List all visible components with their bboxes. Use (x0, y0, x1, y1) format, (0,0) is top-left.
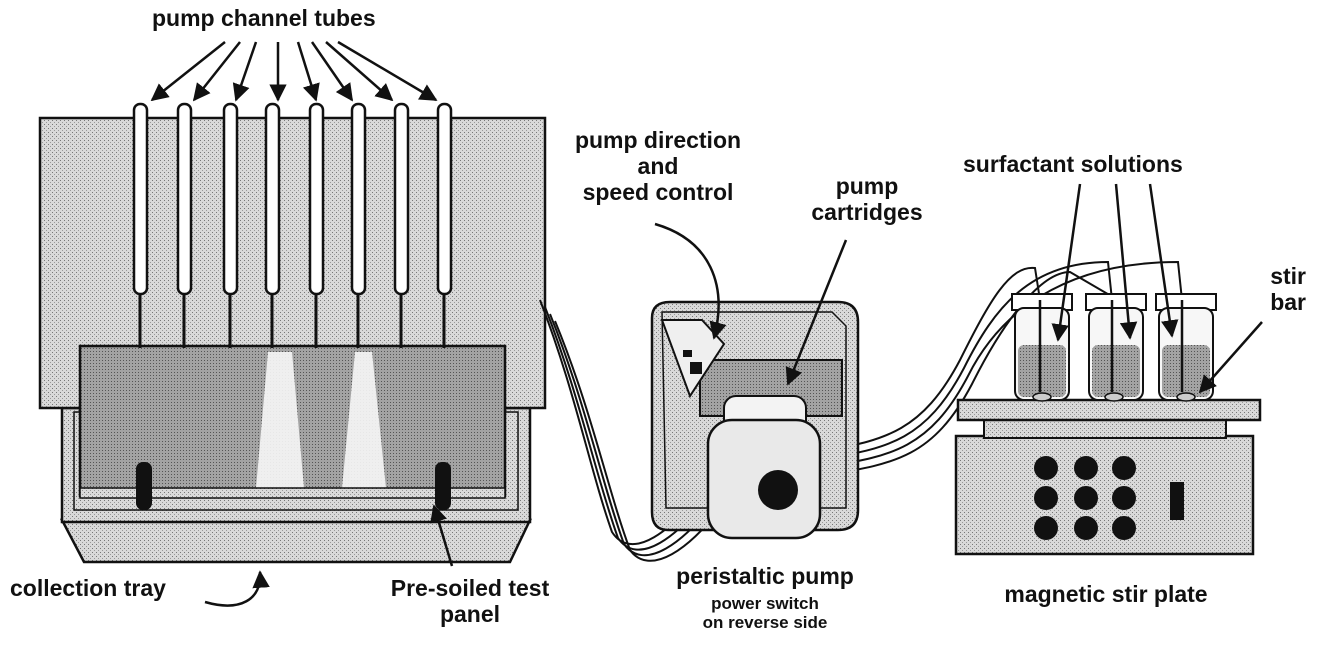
label-pump-direction-line2: and (550, 154, 766, 180)
surfactant-bottles (1012, 294, 1216, 401)
label-stir-bar-line1: stir (1240, 264, 1306, 290)
label-peristaltic-pump: peristaltic pump (640, 564, 890, 590)
tube-pointer-arrows (152, 42, 436, 100)
label-power-switch-line1: power switch (650, 594, 880, 613)
pump-cartridges (708, 396, 820, 538)
label-pump-cartridges-line1: pump (792, 174, 942, 200)
label-magnetic-stir-plate: magnetic stir plate (968, 582, 1244, 608)
label-stir-bar: stir bar (1240, 264, 1306, 316)
label-pre-soiled-line1: Pre-soiled test (370, 576, 570, 602)
label-collection-tray: collection tray (10, 576, 166, 602)
label-power-switch-line2: on reverse side (650, 613, 880, 632)
label-surfactant-solutions: surfactant solutions (963, 152, 1183, 178)
label-pre-soiled-line2: panel (370, 602, 570, 628)
label-pump-cartridges: pump cartridges (792, 174, 942, 226)
pump-rotor-head (758, 470, 798, 510)
label-pre-soiled-test-panel: Pre-soiled test panel (370, 576, 570, 628)
label-pump-direction-line1: pump direction (550, 128, 766, 154)
magnetic-stir-plate (956, 400, 1260, 554)
collection-tray-arrow (205, 572, 260, 605)
label-pump-channel-tubes: pump channel tubes (152, 6, 376, 32)
label-pump-direction: pump direction and speed control (550, 128, 766, 205)
label-stir-bar-line2: bar (1240, 290, 1306, 316)
spray-chamber-housing (40, 118, 545, 496)
label-power-switch: power switch on reverse side (650, 594, 880, 632)
label-pump-cartridges-line2: cartridges (792, 200, 942, 226)
stir-plate-knobs (1034, 456, 1136, 540)
label-pump-direction-line3: speed control (550, 180, 766, 206)
